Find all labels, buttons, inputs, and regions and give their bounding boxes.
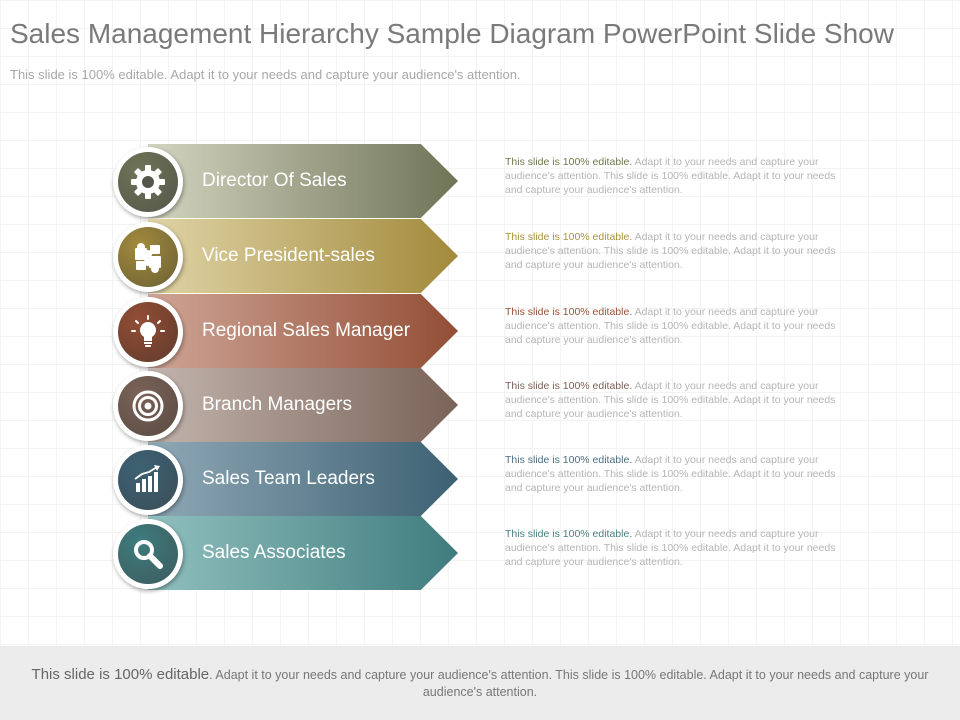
icon-ring	[113, 222, 183, 292]
level-description: This slide is 100% editable. Adapt it to…	[505, 230, 850, 272]
level-label: Sales Associates	[202, 542, 346, 563]
footer-lead: This slide is 100% editable	[31, 666, 210, 683]
description-body: Adapt it to your needs and capture your …	[505, 231, 836, 271]
description-lead: This slide is 100% editable.	[505, 156, 633, 168]
gear-icon	[131, 165, 165, 199]
icon-circle	[118, 376, 178, 436]
level-arrow	[148, 219, 458, 293]
description-body: Adapt it to your needs and capture your …	[505, 156, 836, 196]
icon-circle	[118, 302, 178, 362]
level-description: This slide is 100% editable. Adapt it to…	[505, 155, 850, 197]
description-lead: This slide is 100% editable.	[505, 306, 633, 318]
description-body: Adapt it to your needs and capture your …	[505, 306, 836, 346]
description-lead: This slide is 100% editable.	[505, 528, 633, 540]
level-label: Vice President-sales	[202, 245, 375, 266]
lightbulb-icon	[131, 315, 165, 347]
description-lead: This slide is 100% editable.	[505, 380, 633, 392]
description-body: Adapt it to your needs and capture your …	[505, 380, 836, 420]
footer-bar: This slide is 100% editable. Adapt it to…	[0, 646, 960, 720]
level-description: This slide is 100% editable. Adapt it to…	[505, 453, 850, 495]
level-label: Sales Team Leaders	[202, 468, 375, 489]
description-lead: This slide is 100% editable.	[505, 454, 633, 466]
hierarchy-level-sales-associates: Sales Associates This slide is 100% edit…	[0, 516, 960, 590]
level-arrow	[148, 442, 458, 516]
hierarchy-level-team-leaders: Sales Team Leaders This slide is 100% ed…	[0, 442, 960, 516]
level-label: Regional Sales Manager	[202, 320, 411, 341]
icon-ring	[113, 297, 183, 367]
icon-ring	[113, 519, 183, 589]
hierarchy-level-branch-managers: Branch Managers This slide is 100% edita…	[0, 368, 960, 442]
slide-title: Sales Management Hierarchy Sample Diagra…	[10, 18, 894, 49]
level-label: Branch Managers	[202, 394, 352, 415]
level-description: This slide is 100% editable. Adapt it to…	[505, 527, 850, 569]
slide-subtitle: This slide is 100% editable. Adapt it to…	[10, 67, 521, 82]
level-arrow	[148, 144, 458, 218]
icon-ring	[113, 147, 183, 217]
hierarchy-level-director: Director Of Sales	[0, 144, 960, 218]
level-arrow	[148, 294, 458, 368]
magnifier-icon	[134, 540, 163, 569]
footer-text: This slide is 100% editable. Adapt it to…	[20, 666, 940, 701]
description-lead: This slide is 100% editable.	[505, 231, 633, 243]
level-arrow	[148, 368, 458, 442]
icon-ring	[113, 445, 183, 515]
bar-chart-icon	[134, 465, 160, 492]
level-label: Director Of Sales	[202, 170, 347, 191]
level-arrow	[148, 516, 458, 590]
level-description: This slide is 100% editable. Adapt it to…	[505, 379, 850, 421]
icon-circle	[118, 524, 178, 584]
hierarchy-level-vice-president: Vice President-sales This sl	[0, 219, 960, 293]
description-body: Adapt it to your needs and capture your …	[505, 528, 836, 568]
level-description: This slide is 100% editable. Adapt it to…	[505, 305, 850, 347]
description-body: Adapt it to your needs and capture your …	[505, 454, 836, 494]
target-icon	[132, 390, 164, 422]
hierarchy-level-regional-manager: Regional Sales Manager	[0, 294, 960, 368]
icon-circle	[118, 227, 178, 287]
icon-circle	[118, 450, 178, 510]
icon-ring	[113, 371, 183, 441]
puzzle-icon	[135, 243, 161, 273]
icon-circle	[118, 152, 178, 212]
footer-body: . Adapt it to your needs and capture you…	[209, 668, 929, 699]
